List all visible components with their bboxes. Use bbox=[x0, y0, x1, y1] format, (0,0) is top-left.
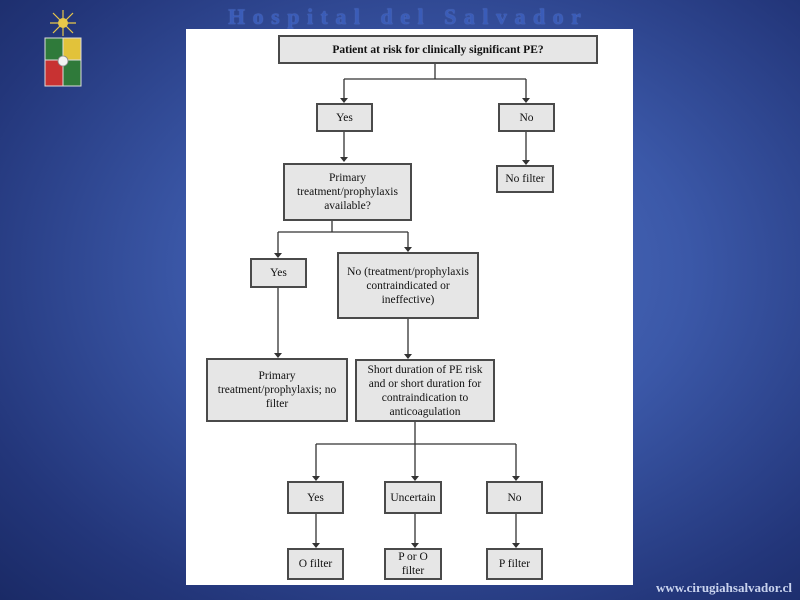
root-no-box: No bbox=[498, 103, 555, 132]
duration-no-box: No bbox=[486, 481, 543, 514]
university-crest-icon bbox=[44, 10, 82, 87]
result-p-filter-box: P filter bbox=[486, 548, 543, 580]
flowchart-panel: Patient at risk for clinically significa… bbox=[186, 29, 633, 585]
duration-question-box: Short duration of PE risk and or short d… bbox=[355, 359, 495, 422]
result-p-or-o-filter-box: P or O filter bbox=[384, 548, 442, 580]
result-o-filter-box: O filter bbox=[287, 548, 344, 580]
root-yes-box: Yes bbox=[316, 103, 373, 132]
primary-yes-box: Yes bbox=[250, 258, 307, 288]
primary-no-box: No (treatment/prophylaxis contraindicate… bbox=[337, 252, 479, 319]
primary-result-box: Primary treatment/prophylaxis; no filter bbox=[206, 358, 348, 422]
root-question-box: Patient at risk for clinically significa… bbox=[278, 35, 598, 64]
primary-question-box: Primary treatment/prophylaxis available? bbox=[283, 163, 412, 221]
flowchart-connectors bbox=[274, 64, 530, 548]
site-url[interactable]: www.cirugiahsalvador.cl bbox=[655, 580, 792, 595]
page-title: H o s p i t a l d e l S a l v a d o r bbox=[228, 4, 582, 29]
no-filter-box: No filter bbox=[496, 165, 554, 193]
duration-uncertain-box: Uncertain bbox=[384, 481, 442, 514]
duration-yes-box: Yes bbox=[287, 481, 344, 514]
